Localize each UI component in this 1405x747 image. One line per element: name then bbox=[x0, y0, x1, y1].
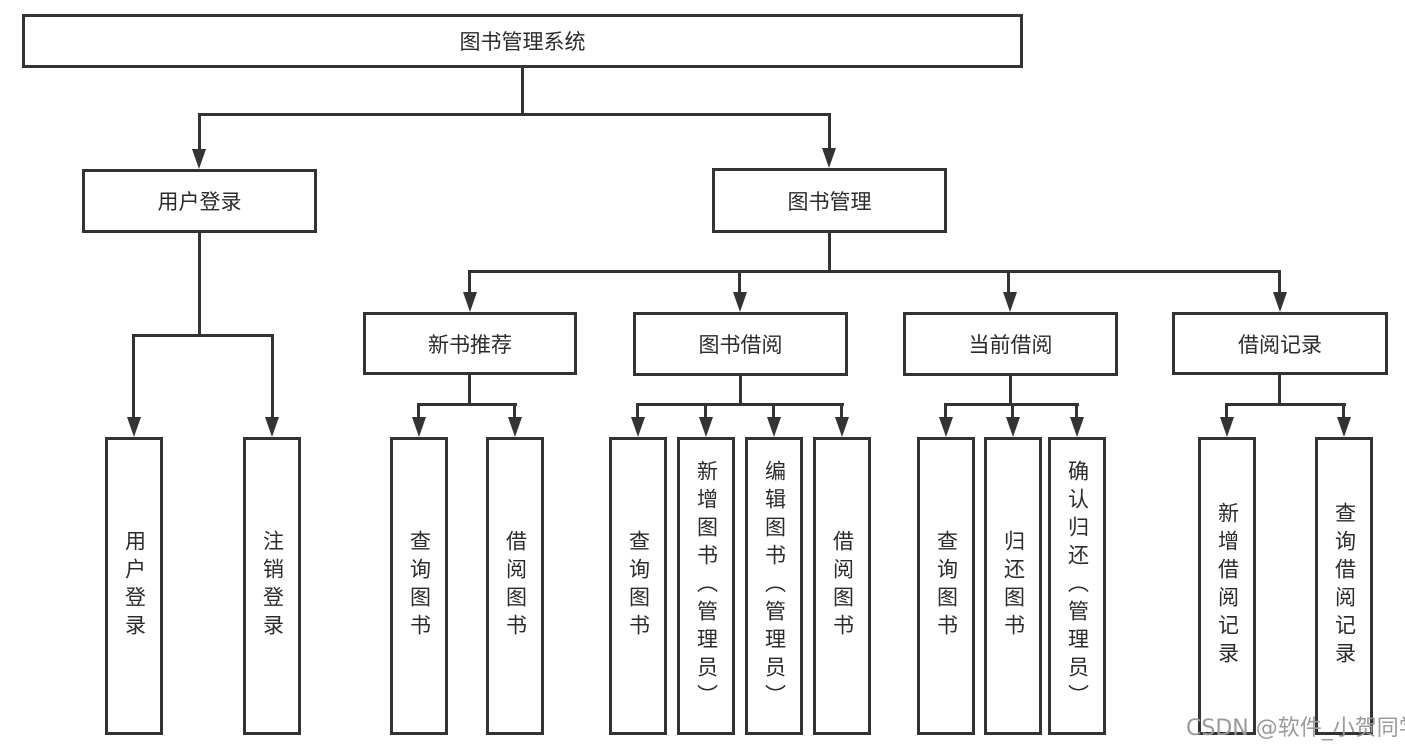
arrow-down-icon bbox=[1220, 417, 1234, 437]
leaf-bb-borrow-books: 借阅图书 bbox=[813, 437, 871, 735]
arrow-down-icon bbox=[767, 417, 781, 437]
arrow-down-icon bbox=[699, 417, 713, 437]
leaf-br-add-record-label: 新增借阅记录 bbox=[1215, 502, 1240, 670]
node-root-label: 图书管理系统 bbox=[459, 30, 586, 54]
arrow-down-icon bbox=[1337, 417, 1351, 437]
arrow-down-icon bbox=[412, 417, 426, 437]
leaf-cb-return-books-label: 归还图书 bbox=[1001, 530, 1026, 642]
leaf-cb-query-books: 查询图书 bbox=[917, 437, 975, 735]
leaf-bb-edit-books-admin-label: 编辑图书（管理员） bbox=[762, 460, 787, 712]
connector-line bbox=[636, 404, 639, 419]
node-user-login-label: 用户登录 bbox=[157, 190, 242, 214]
arrow-down-icon bbox=[508, 417, 522, 437]
arrow-down-icon bbox=[733, 292, 747, 312]
leaf-bb-edit-books-admin: 编辑图书（管理员） bbox=[745, 437, 803, 735]
connector-line bbox=[636, 403, 844, 406]
node-book-borrowing: 图书借阅 bbox=[633, 312, 848, 376]
connector-line bbox=[828, 233, 831, 272]
connector-line bbox=[417, 404, 420, 419]
leaf-user-login-label: 用户登录 bbox=[122, 530, 147, 642]
connector-line bbox=[1075, 404, 1078, 419]
arrow-down-icon bbox=[192, 149, 206, 169]
connector-line bbox=[828, 114, 831, 150]
connector-line bbox=[132, 334, 274, 337]
leaf-br-query-record: 查询借阅记录 bbox=[1315, 437, 1373, 735]
node-book-management: 图书管理 bbox=[712, 168, 947, 233]
connector-line bbox=[513, 404, 516, 419]
connector-line bbox=[198, 114, 201, 151]
leaf-cb-query-books-label: 查询图书 bbox=[934, 530, 959, 642]
connector-line bbox=[840, 404, 843, 419]
arrow-down-icon bbox=[265, 417, 279, 437]
leaf-bb-query-books-label: 查询图书 bbox=[626, 530, 651, 642]
leaf-bb-borrow-books-label: 借阅图书 bbox=[830, 530, 855, 642]
node-user-login: 用户登录 bbox=[82, 169, 317, 233]
node-borrowing-records: 借阅记录 bbox=[1172, 312, 1388, 375]
leaf-cb-confirm-return-admin-label: 确认归还（管理员） bbox=[1065, 460, 1090, 712]
connector-line bbox=[739, 376, 742, 405]
arrow-down-icon bbox=[463, 292, 477, 312]
arrow-down-icon bbox=[631, 417, 645, 437]
connector-line bbox=[1342, 404, 1345, 419]
arrow-down-icon bbox=[939, 417, 953, 437]
connector-line bbox=[1011, 404, 1014, 419]
leaf-user-login: 用户登录 bbox=[105, 437, 163, 735]
leaf-nbr-query-books: 查询图书 bbox=[390, 437, 448, 735]
leaf-cb-return-books: 归还图书 bbox=[984, 437, 1042, 735]
connector-line bbox=[521, 68, 524, 115]
leaf-br-add-record: 新增借阅记录 bbox=[1198, 437, 1256, 735]
node-new-book-recommend-label: 新书推荐 bbox=[428, 332, 512, 357]
connector-line bbox=[417, 403, 517, 406]
node-new-book-recommend: 新书推荐 bbox=[363, 312, 577, 375]
connector-line bbox=[1278, 375, 1281, 405]
connector-line bbox=[1278, 271, 1281, 295]
node-book-management-label: 图书管理 bbox=[787, 189, 872, 214]
leaf-bb-add-books-admin: 新增图书（管理员） bbox=[677, 437, 735, 735]
arrow-down-icon bbox=[127, 417, 141, 437]
connector-line bbox=[944, 404, 947, 419]
connector-line bbox=[1009, 376, 1012, 405]
leaf-logout-label: 注销登录 bbox=[260, 530, 285, 642]
connector-line bbox=[772, 404, 775, 419]
leaf-nbr-query-books-label: 查询图书 bbox=[407, 530, 432, 642]
connector-line bbox=[271, 335, 274, 419]
connector-line bbox=[738, 271, 741, 295]
arrow-down-icon bbox=[1003, 292, 1017, 312]
connector-line bbox=[468, 270, 1281, 273]
connector-line bbox=[198, 233, 201, 337]
leaf-br-query-record-label: 查询借阅记录 bbox=[1332, 502, 1357, 670]
node-borrowing-records-label: 借阅记录 bbox=[1238, 332, 1322, 357]
leaf-bb-add-books-admin-label: 新增图书（管理员） bbox=[694, 460, 719, 712]
node-current-borrowing: 当前借阅 bbox=[903, 312, 1118, 376]
connector-line bbox=[468, 271, 471, 295]
node-book-borrowing-label: 图书借阅 bbox=[698, 333, 783, 357]
connector-line bbox=[1225, 404, 1228, 419]
arrow-down-icon bbox=[835, 417, 849, 437]
arrow-down-icon bbox=[1006, 417, 1020, 437]
arrow-down-icon bbox=[822, 148, 836, 168]
arrow-down-icon bbox=[1273, 292, 1287, 312]
leaf-cb-confirm-return-admin: 确认归还（管理员） bbox=[1048, 437, 1106, 735]
connector-line bbox=[1007, 271, 1010, 295]
node-current-borrowing-label: 当前借阅 bbox=[968, 333, 1053, 357]
csdn-watermark: CSDN @软件_小贺同学 bbox=[1186, 716, 1405, 741]
node-root: 图书管理系统 bbox=[22, 14, 1023, 68]
leaf-nbr-borrow-books-label: 借阅图书 bbox=[503, 530, 528, 642]
connector-line bbox=[1225, 403, 1346, 406]
connector-line bbox=[132, 335, 135, 419]
arrow-down-icon bbox=[1070, 417, 1084, 437]
connector-line bbox=[198, 113, 831, 116]
leaf-bb-query-books: 查询图书 bbox=[609, 437, 667, 735]
leaf-logout: 注销登录 bbox=[243, 437, 301, 735]
leaf-nbr-borrow-books: 借阅图书 bbox=[486, 437, 544, 735]
connector-line bbox=[704, 404, 707, 419]
connector-line bbox=[468, 375, 471, 405]
